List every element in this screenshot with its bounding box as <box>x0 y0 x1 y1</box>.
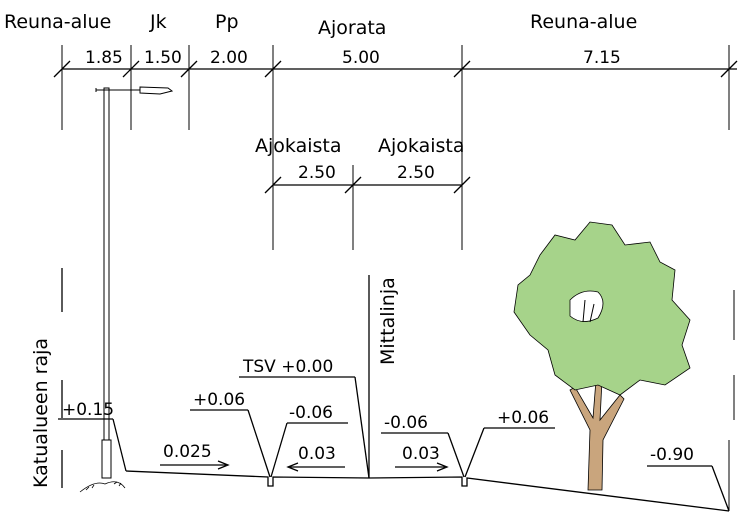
lane-dimension-line: Ajokaista Ajokaista 2.50 2.50 <box>255 135 471 250</box>
slope-lane-left: 0.03 <box>298 444 336 464</box>
top-dimension-line: Reuna-alue Jk Pp Ajorata Reuna-alue 1.85… <box>4 11 738 250</box>
dimension-value-jk: 1.50 <box>144 48 182 68</box>
ditch-leader <box>711 465 730 512</box>
tree-trunk <box>569 379 625 491</box>
lane-width-right: 2.50 <box>397 163 435 183</box>
ground-profile: +0.15 +0.06 -0.06 TSV +0.00 -0.06 +0.06 … <box>58 357 730 512</box>
zone-label-pp: Pp <box>215 11 239 33</box>
surface-line <box>125 470 730 512</box>
elevation-tsv: TSV +0.00 <box>242 357 333 377</box>
boundary-marker: Katualueen raja <box>30 268 63 488</box>
dimension-value-reuna-right: 7.15 <box>583 48 621 68</box>
edge-leader <box>112 418 127 472</box>
dimension-value-pp: 2.00 <box>210 48 248 68</box>
elevation-left-edge: +0.15 <box>62 400 114 420</box>
zone-label-ajorata: Ajorata <box>318 17 386 39</box>
tree-canopy-gap <box>569 290 604 322</box>
tick <box>720 60 738 78</box>
elevation-ditch: -0.90 <box>650 445 694 465</box>
elevation-curb-right-top: +0.06 <box>497 408 549 428</box>
tree-illustration <box>513 221 691 491</box>
lamp-foundation-soil <box>79 481 126 493</box>
tsv-leader <box>354 376 370 479</box>
tick <box>344 176 362 194</box>
tick <box>453 60 471 78</box>
zone-label-jk: Jk <box>149 11 167 33</box>
dimension-value-ajorata: 5.00 <box>342 48 380 68</box>
centerline-marker: Mittalinja <box>368 275 399 478</box>
boundary-label: Katualueen raja <box>30 338 52 488</box>
tick <box>264 176 282 194</box>
elevation-curb-left-top: +0.06 <box>193 390 245 410</box>
tick <box>53 60 71 78</box>
zone-label-reuna-right: Reuna-alue <box>530 11 637 33</box>
lane-label-left: Ajokaista <box>255 135 341 157</box>
slope-walkway: 0.025 <box>163 442 212 462</box>
curb-right-bottom-leader <box>447 432 465 478</box>
centerline-label: Mittalinja <box>377 277 399 365</box>
zone-label-reuna-left: Reuna-alue <box>4 11 111 33</box>
slope-lane-right: 0.03 <box>402 444 440 464</box>
tick <box>453 176 471 194</box>
elevation-curb-right-bottom: -0.06 <box>384 413 428 433</box>
street-lamp <box>79 86 174 493</box>
elevation-curb-left-bottom: -0.06 <box>289 403 333 423</box>
lamp-base <box>101 439 112 479</box>
lane-width-left: 2.50 <box>298 163 336 183</box>
curb-left-bottom-leader <box>270 422 288 478</box>
slope-annotations: 0.025 0.03 0.03 <box>160 442 449 472</box>
tick <box>180 60 198 78</box>
curb-right-top-leader <box>464 427 485 478</box>
lamp-head <box>139 86 174 95</box>
dimension-value-reuna-left: 1.85 <box>85 48 123 68</box>
tick <box>122 60 140 78</box>
lane-label-right: Ajokaista <box>378 135 464 157</box>
tick <box>264 60 282 78</box>
curb-left-top-leader <box>247 409 271 478</box>
